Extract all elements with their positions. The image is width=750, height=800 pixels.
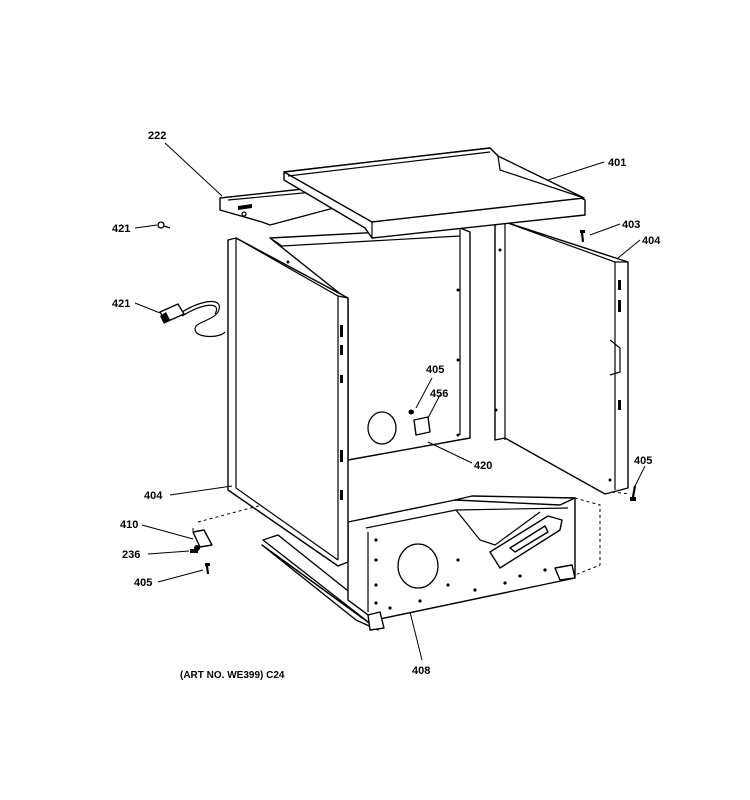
callout-405-side: 405 <box>634 455 652 467</box>
callout-420: 420 <box>474 460 492 472</box>
right-side-panel <box>494 221 629 495</box>
callout-405-bottom: 405 <box>134 577 152 589</box>
assembly-guides <box>192 491 631 576</box>
screw-405-side <box>630 485 637 501</box>
callout-421-cord: 421 <box>112 298 130 310</box>
screw-421-top <box>157 221 171 229</box>
callout-408: 408 <box>412 665 430 677</box>
callout-401: 401 <box>608 157 626 169</box>
callout-403: 403 <box>622 219 640 231</box>
callout-421-screw: 421 <box>112 223 130 235</box>
callout-236: 236 <box>122 549 140 561</box>
screw-403 <box>580 230 585 243</box>
screw-405-rear <box>408 409 414 415</box>
leveling-leg-410 <box>192 529 213 551</box>
screw-405-bottom <box>205 563 210 575</box>
leader-lines <box>134 142 646 661</box>
leg-nut-236 <box>190 549 198 553</box>
power-cord <box>159 300 226 338</box>
callout-405-rear: 405 <box>426 364 444 376</box>
callout-222: 222 <box>148 130 166 142</box>
callout-410: 410 <box>120 519 138 531</box>
rear-panel <box>269 227 471 461</box>
callout-404-left: 404 <box>144 490 163 502</box>
callout-labels: 222 401 421 403 404 421 405 456 420 405 … <box>112 130 661 681</box>
top-cover <box>283 147 586 239</box>
art-number-note: (ART NO. WE399) C24 <box>180 670 285 681</box>
callout-456: 456 <box>430 388 448 400</box>
base-frame <box>261 495 576 631</box>
left-side-panel <box>227 237 349 567</box>
callout-404-right: 404 <box>642 235 661 247</box>
